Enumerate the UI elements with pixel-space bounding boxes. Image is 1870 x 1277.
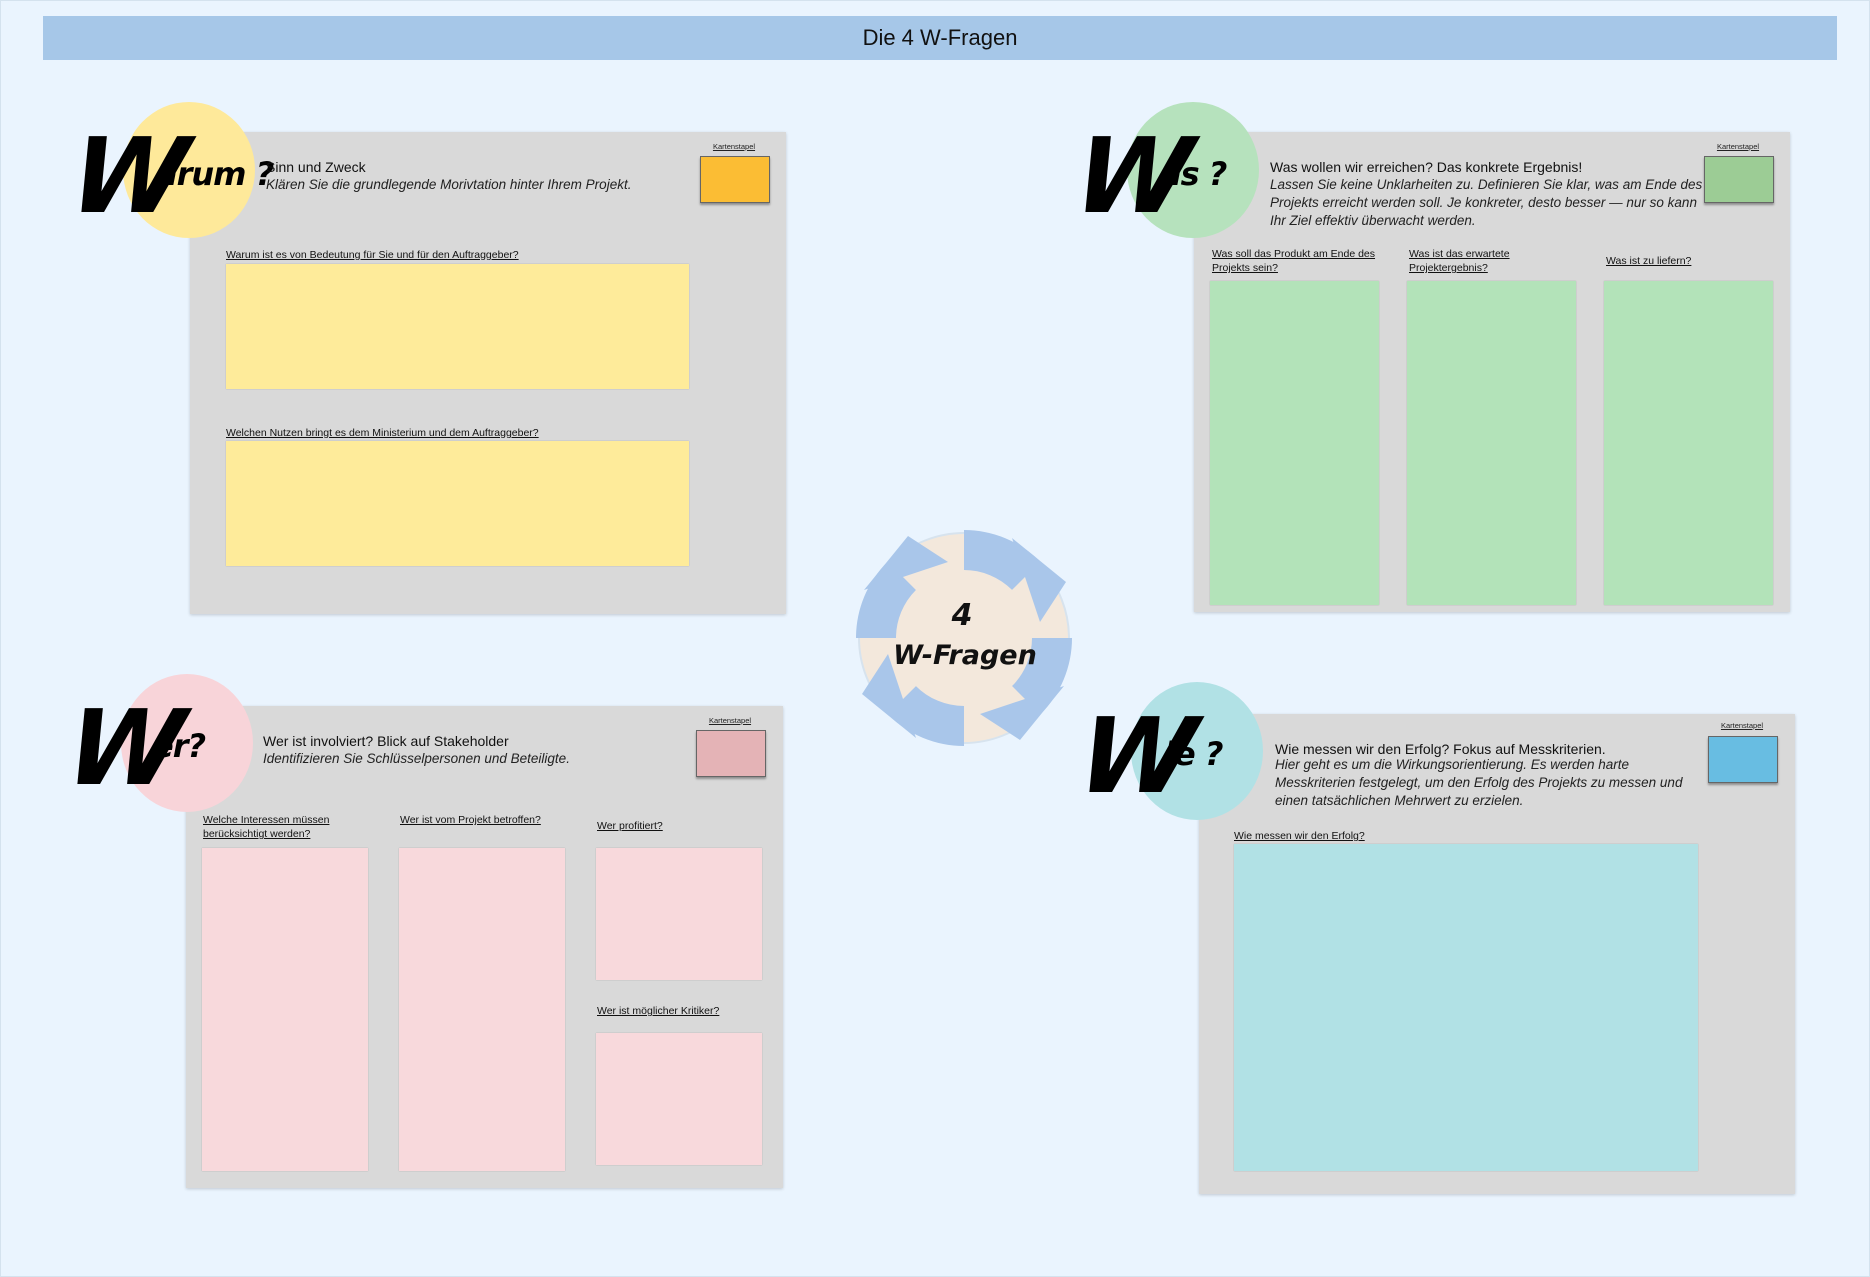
warum-note-area-1[interactable] [226, 264, 689, 389]
was-note-area-3[interactable] [1604, 281, 1773, 605]
wer-question-4: Wer ist möglicher Kritiker? [597, 1005, 720, 1017]
was-note-area-2[interactable] [1407, 281, 1576, 605]
was-suffix: as ? [1160, 155, 1227, 193]
was-heading: Was wollen wir erreichen? Das konkrete E… [1270, 159, 1583, 175]
cycle-arrows-graphic [856, 530, 1072, 746]
wie-suffix: ie ? [1164, 735, 1223, 773]
wer-question-1: Welche Interessen müssen berücksichtigt … [203, 814, 330, 840]
wie-circle [1131, 682, 1263, 820]
center-label: W-Fragen [893, 640, 1037, 671]
warum-suffix: arum ? [156, 155, 274, 193]
center-number: 4 [951, 598, 973, 633]
was-description: Lassen Sie keine Unklarheiten zu. Defini… [1270, 177, 1703, 228]
was-kartenstapel[interactable] [1704, 156, 1774, 203]
was-question-1: Was soll das Produkt am Ende des Projekt… [1212, 248, 1376, 274]
wer-kartenstapel[interactable] [696, 730, 766, 777]
wer-note-area-1[interactable] [202, 848, 368, 1171]
wer-question-2: Wer ist vom Projekt betroffen? [400, 814, 541, 826]
warum-circle [123, 102, 255, 238]
was-question-2: Was ist das erwartete Projektergebnis? [1409, 248, 1510, 274]
wer-note-area-3[interactable] [596, 848, 762, 980]
board-title: Die 4 W-Fragen [862, 25, 1018, 50]
wie-note-area-1[interactable] [1234, 844, 1698, 1171]
cycle-arrow-1 [963, 530, 1066, 622]
was-note-area-1[interactable] [1210, 281, 1379, 605]
warum-kartenstapel[interactable] [700, 156, 770, 203]
wie-question-1: Wie messen wir den Erfolg? [1234, 830, 1365, 842]
wer-note-area-2[interactable] [399, 848, 565, 1171]
wie-kartenstapel-label: Kartenstapel [1720, 721, 1764, 730]
wer-heading: Wer ist involviert? Blick auf Stakeholde… [263, 733, 509, 749]
cycle-arrow-4 [856, 536, 948, 639]
warum-question-1: Warum ist es von Bedeutung für Sie und f… [226, 249, 519, 261]
wie-heading: Wie messen wir den Erfolg? Fokus auf Mes… [1275, 741, 1606, 757]
was-circle [1127, 102, 1259, 238]
was-question-3: Was ist zu liefern? [1606, 255, 1692, 267]
wie-kartenstapel[interactable] [1708, 736, 1778, 783]
cycle-arrow-3 [862, 654, 965, 746]
wer-suffix: er? [152, 727, 206, 765]
board-title-bar: Die 4 W-Fragen [43, 16, 1837, 60]
warum-description: Klären Sie die grundlegende Morivtation … [266, 177, 632, 192]
warum-heading: Sinn und Zweck [266, 159, 366, 175]
wie-description: Hier geht es um die Wirkungsorientierung… [1275, 757, 1683, 808]
center-circle [858, 532, 1070, 744]
warum-note-area-2[interactable] [226, 441, 689, 566]
warum-question-2: Welchen Nutzen bringt es dem Ministerium… [226, 427, 539, 439]
wer-note-area-4[interactable] [596, 1033, 762, 1165]
wer-circle [121, 674, 253, 812]
was-kartenstapel-label: Kartenstapel [1716, 142, 1760, 151]
wer-kartenstapel-label: Kartenstapel [708, 716, 752, 725]
wer-description: Identifizieren Sie Schlüsselpersonen und… [263, 751, 570, 766]
cycle-arrow-2 [980, 637, 1072, 740]
wer-question-3: Wer profitiert? [597, 820, 663, 832]
warum-kartenstapel-label: Kartenstapel [712, 142, 756, 151]
